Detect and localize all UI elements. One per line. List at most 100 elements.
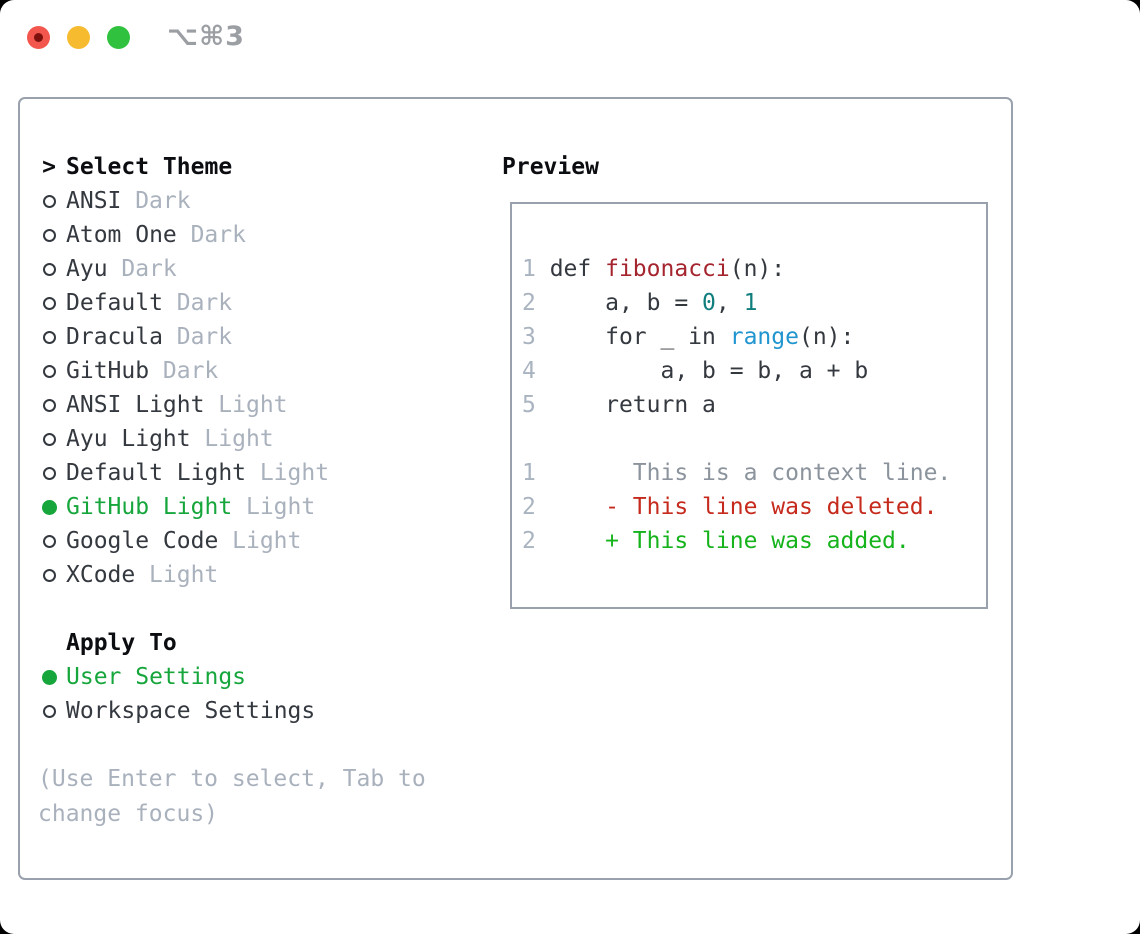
radio-unselected-icon [32, 524, 66, 558]
theme-option[interactable]: Atom One Dark [32, 218, 492, 252]
code-segment: - This line was deleted. [535, 494, 938, 520]
code-segment: This is a context line. [535, 460, 952, 486]
theme-variant-tag: Dark [121, 256, 177, 282]
option-label: Dracula [66, 324, 163, 350]
line-number: 2 [522, 494, 536, 520]
radio-unselected-icon [32, 252, 66, 286]
theme-option[interactable]: Dracula Dark [32, 320, 492, 354]
close-button[interactable] [27, 26, 50, 49]
radio-selected-icon [32, 490, 66, 524]
option-label: Default Light [66, 460, 247, 486]
theme-variant-tag: Light [218, 392, 288, 418]
code-line: 4 a, b = b, a + b [522, 354, 986, 388]
marker-empty [32, 626, 66, 660]
option-label: Default [66, 290, 163, 316]
option-label: Google Code [66, 528, 219, 554]
theme-option[interactable]: Default Light Light [32, 456, 492, 490]
prompt-cursor-icon: > [42, 154, 56, 180]
radio-unselected-icon [32, 694, 66, 728]
option-label: ANSI Light [66, 392, 205, 418]
code-segment: for _ in [535, 324, 730, 350]
code-line: 2 + This line was added. [522, 524, 986, 558]
option-label: ANSI [66, 188, 122, 214]
option-label: User Settings [66, 664, 247, 690]
theme-variant-tag: Dark [190, 222, 246, 248]
code-line [522, 422, 986, 456]
theme-variant-tag: Dark [162, 358, 219, 384]
keyboard-hint: (Use Enter to select, Tab to change focu… [38, 766, 426, 827]
radio-unselected-icon [32, 320, 66, 354]
theme-variant-tag: Dark [176, 324, 233, 350]
code-segment: return a [535, 392, 716, 418]
radio-unselected-icon [32, 184, 66, 218]
theme-option[interactable]: ANSI Light Light [32, 388, 492, 422]
option-label: Ayu Light [66, 426, 191, 452]
theme-option[interactable]: Ayu Dark [32, 252, 492, 286]
theme-option[interactable]: Default Dark [32, 286, 492, 320]
code-line: 2 a, b = 0, 1 [522, 286, 986, 320]
radio-unselected-icon [32, 354, 66, 388]
option-label: Workspace Settings [66, 698, 316, 724]
theme-variant-tag: Dark [135, 188, 191, 214]
theme-option[interactable]: GitHub Light Light [32, 490, 492, 524]
apply-to-option[interactable]: Workspace Settings [32, 694, 492, 728]
option-label: GitHub Light [66, 494, 233, 520]
apply-to-header: Apply To [66, 630, 177, 656]
minimize-button[interactable] [67, 26, 90, 49]
code-segment: + This line was added. [535, 528, 910, 554]
option-label: Atom One [66, 222, 177, 248]
theme-variant-tag: Light [259, 460, 330, 486]
theme-variant-tag: Light [204, 426, 274, 452]
code-segment: (n): [729, 256, 786, 282]
theme-variant-tag: Light [149, 562, 219, 588]
apply-to-header-row: Apply To [32, 626, 492, 660]
option-label: GitHub [66, 358, 150, 384]
line-number: 2 [522, 528, 536, 554]
theme-option[interactable]: Ayu Light Light [32, 422, 492, 456]
theme-option[interactable]: XCode Light [32, 558, 492, 592]
code-segment: (n): [798, 324, 855, 350]
theme-option[interactable]: Google Code Light [32, 524, 492, 558]
radio-unselected-icon [32, 388, 66, 422]
spacer [32, 592, 492, 626]
code-segment: def [535, 256, 606, 282]
radio-unselected-icon [32, 218, 66, 252]
option-label: Ayu [66, 256, 108, 282]
line-number: 3 [522, 324, 536, 350]
radio-unselected-icon [32, 422, 66, 456]
line-number: 5 [522, 392, 536, 418]
option-label: XCode [66, 562, 136, 588]
code-segment: , [715, 290, 744, 316]
theme-variant-tag: Light [232, 528, 302, 554]
code-line: 1 This is a context line. [522, 456, 986, 490]
select-theme-header-row: > Select Theme [32, 150, 492, 184]
theme-option[interactable]: GitHub Dark [32, 354, 492, 388]
theme-variant-tag: Dark [176, 290, 233, 316]
code-line: 1 def fibonacci(n): [522, 252, 986, 286]
code-segment: 0 [702, 290, 716, 316]
theme-option[interactable]: ANSI Dark [32, 184, 492, 218]
code-line: 5 return a [522, 388, 986, 422]
titlebar: ⌥⌘3 [0, 0, 1140, 74]
code-segment: a, b = [535, 290, 703, 316]
line-number: 2 [522, 290, 536, 316]
theme-variant-tag: Light [245, 494, 316, 520]
radio-unselected-icon [32, 558, 66, 592]
apply-to-option[interactable]: User Settings [32, 660, 492, 694]
code-segment: a, b = b, a + b [535, 358, 869, 384]
radio-unselected-icon [32, 286, 66, 320]
preview-header: Preview [502, 154, 599, 180]
code-line: 2 - This line was deleted. [522, 490, 986, 524]
code-segment: 1 [743, 290, 758, 316]
line-number: 1 [522, 256, 536, 282]
code-segment: fibonacci [605, 256, 730, 282]
code-line: 3 for _ in range(n): [522, 320, 986, 354]
zoom-button[interactable] [107, 26, 130, 49]
select-theme-header: Select Theme [66, 154, 233, 180]
line-number: 4 [522, 358, 536, 384]
